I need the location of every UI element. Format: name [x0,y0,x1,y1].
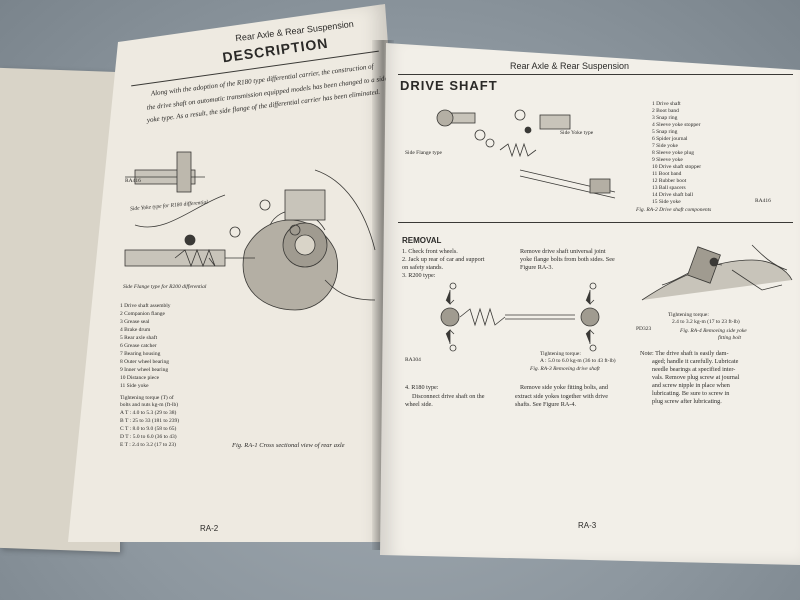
removing-drive-shaft-diagram [440,282,600,352]
fig3-ref: RA304 [405,357,421,363]
fig4-caption-line2: fitting bolt [718,335,742,341]
component-item: 5 Snap ring [652,129,678,135]
part-item: 6 Grease catcher [120,343,157,349]
fig4-ref: PD323 [636,326,652,332]
component-item: 8 Sleeve yoke plug [652,150,695,156]
part-item: 2 Companion flange [120,311,165,317]
component-item: 11 Boot band [652,171,682,177]
right-page-header: Rear Axle & Rear Suspension [510,61,630,71]
torque-item: A T : 4.0 to 5.3 (29 to 38) [120,410,177,416]
part-item: 10 Distance piece [120,375,160,381]
component-item: 10 Drive shaft stopper [652,164,702,170]
fig1-ref: RA416 [125,178,141,184]
fig3-torque-value: A : 5.0 to 6.0 kg-m (36 to 43 ft-lb) [540,358,616,364]
removal-instruction: Figure RA-3. [520,264,553,271]
removal-step: 1. Check front wheels. [402,248,458,255]
component-item: 6 Spider journal [652,136,688,142]
removing-side-yoke-diagram [641,244,793,301]
note-line: plug screw after lubricating. [652,398,722,405]
fig2-caption: Fig. RA-2 Drive shaft components [636,207,712,213]
part-item: 1 Drive shaft assembly [120,303,171,309]
removal-instruction: yoke flange bolts from both sides. See [520,256,615,263]
torque-title-1: Tightening torque (T) of [120,395,174,401]
fig3-caption: Fig. RA-3 Removing drive shaft [530,366,600,372]
step4-line: wheel side. [405,401,433,408]
component-item: 2 Boot band [652,108,679,114]
fig2-ref: RA416 [755,198,771,204]
fig3-torque-title: Tightening torque: [540,351,581,357]
note-line: lubricating. Be sure to screw in [652,390,730,397]
component-item: 3 Snap ring [652,115,678,121]
part-item: 4 Brake drum [120,327,151,333]
note-line: Note: The drive shaft is easily dam- [640,350,729,357]
part-item: 9 Inner wheel bearing [120,367,169,373]
fig1-caption: Fig. RA-1 Cross sectional view of rear a… [232,442,345,449]
part-item: 11 Side yoke [120,383,149,389]
fig4-torque-value: 2.4 to 3.2 kg-m (17 to 23 ft-lb) [672,319,740,325]
removal-step: 2. Jack up rear of car and support [402,256,485,263]
note-line: aged; handle it carefully. Lubricate [652,358,739,365]
fig2-label-side-flange: Side Flange type [405,150,442,156]
part-item: 8 Outer wheel bearing [120,359,170,365]
step4-line: 4. R180 type: [405,384,439,391]
step4-instruction: shafts. See Figure RA-4. [515,401,577,408]
torque-item: D T : 5.0 to 6.0 (36 to 43) [120,434,177,440]
part-item: 7 Bearing housing [120,351,161,357]
right-page-number: RA-3 [578,521,597,530]
part-item: 3 Grease seal [120,319,150,325]
note-line: and screw nipple in place when [652,382,730,389]
right-page-title: DRIVE SHAFT [400,78,498,93]
torque-item: B T : 25 to 33 (181 to 239) [120,418,180,424]
component-item: 14 Drive shaft ball [652,192,694,198]
torque-item: E T : 2.4 to 3.2 (17 to 23) [120,442,177,448]
component-item: 4 Sleeve yoke stopper [652,122,701,128]
fig2-label-side-yoke: Side Yoke type [560,130,594,136]
step4-instruction: extract side yokes together with drive [515,393,608,400]
fig4-torque-title: Tightening torque: [668,312,709,318]
torque-title-2: bolts and nuts kg-m (ft-lb) [120,402,179,408]
component-item: 12 Rubber boot [652,178,687,184]
removal-title: REMOVAL [402,236,442,245]
rear-axle-cross-section-diagram [124,151,376,311]
drive-shaft-components-diagram [436,109,616,199]
step4-instruction: Remove side yoke fitting bolts, and [520,384,608,391]
right-header-rule [398,74,793,75]
step4-line: Disconnect drive shaft on the [412,393,485,400]
removal-step: 3. R200 type: [402,272,436,279]
component-item: 15 Side yoke [652,199,681,205]
component-item: 13 Ball spacers [652,185,686,191]
part-item: 5 Rear axle shaft [120,335,158,341]
removal-step: on safety stands. [402,264,444,271]
component-item: 7 Side yoke [652,143,678,149]
left-page-number: RA-2 [200,524,219,533]
removal-instruction: Remove drive shaft universal joint [520,248,606,255]
note-line: needle bearings at specified inter- [652,366,736,373]
side-flange-label: Side Flange type for R200 differential [123,284,207,290]
torque-item: C T : 8.0 to 9.0 (58 to 65) [120,426,177,432]
section-rule [398,222,793,223]
fig4-caption-line1: Fig. RA-4 Removing side yoke [680,328,747,334]
note-line: vals. Remove plug screw at journal [652,374,740,381]
component-item: 1 Drive shaft [652,101,681,107]
component-item: 9 Sleeve yoke [652,157,683,163]
